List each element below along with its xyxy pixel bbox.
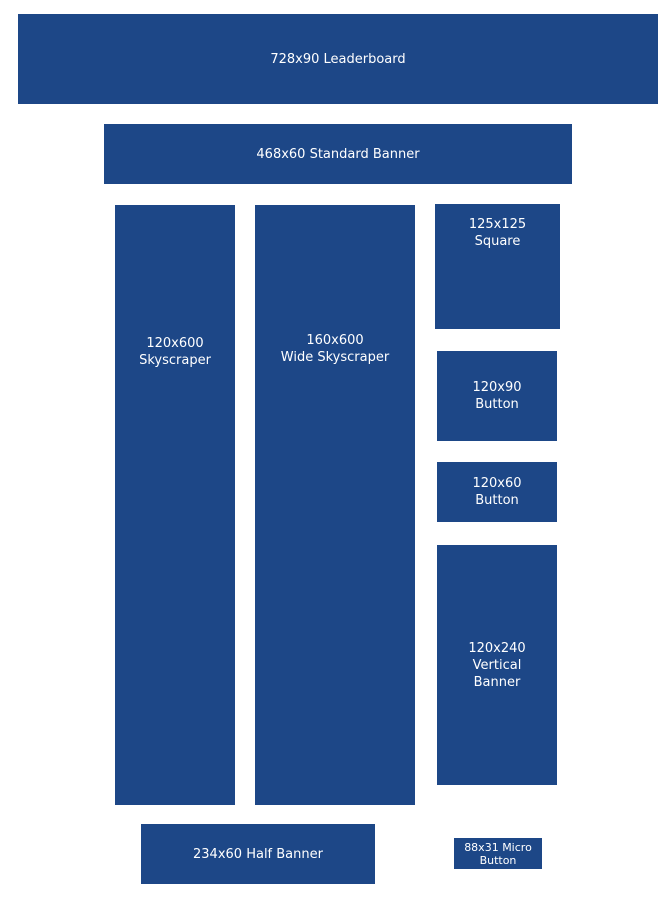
standard-banner-ad-box: 468x60 Standard Banner [104,124,572,184]
square-ad-box: 125x125 Square [435,204,560,329]
button-120x60-size-label: 120x60 [472,476,522,491]
vertical-banner-ad-box: 120x240 Vertical Banner [437,545,557,785]
vertical-banner-name-label-2: Banner [473,674,521,690]
wide-skyscraper-name-label: Wide Skyscraper [280,350,390,365]
half-banner-label: 234x60 Half Banner [193,846,323,862]
button-120x90-name-label: Button [475,397,519,412]
vertical-banner-size-label: 120x240 [468,640,526,656]
square-name-label: Square [474,234,521,249]
vertical-banner-name-label-1: Vertical [472,657,522,673]
wide-skyscraper-size-label: 160x600 [306,333,364,348]
leaderboard-label: 728x90 Leaderboard [270,51,406,67]
button-120x60-name-label: Button [475,493,519,508]
half-banner-ad-box: 234x60 Half Banner [141,824,375,884]
button-120x90-size-label: 120x90 [472,380,522,395]
button-120x90-ad-box: 120x90 Button [437,351,557,441]
square-size-label: 125x125 [468,217,527,232]
skyscraper-size-label: 120x600 [146,336,204,351]
skyscraper-name-label: Skyscraper [139,353,211,368]
standard-banner-label: 468x60 Standard Banner [256,146,420,162]
button-120x60-ad-box: 120x60 Button [437,462,557,522]
skyscraper-ad-box: 120x600 Skyscraper [115,205,235,805]
micro-button-name-label: Button [479,853,517,867]
leaderboard-ad-box: 728x90 Leaderboard [18,14,658,104]
wide-skyscraper-ad-box: 160x600 Wide Skyscraper [255,205,415,805]
micro-button-ad-box: 88x31 Micro Button [454,838,542,869]
micro-button-size-label: 88x31 Micro [464,840,532,854]
